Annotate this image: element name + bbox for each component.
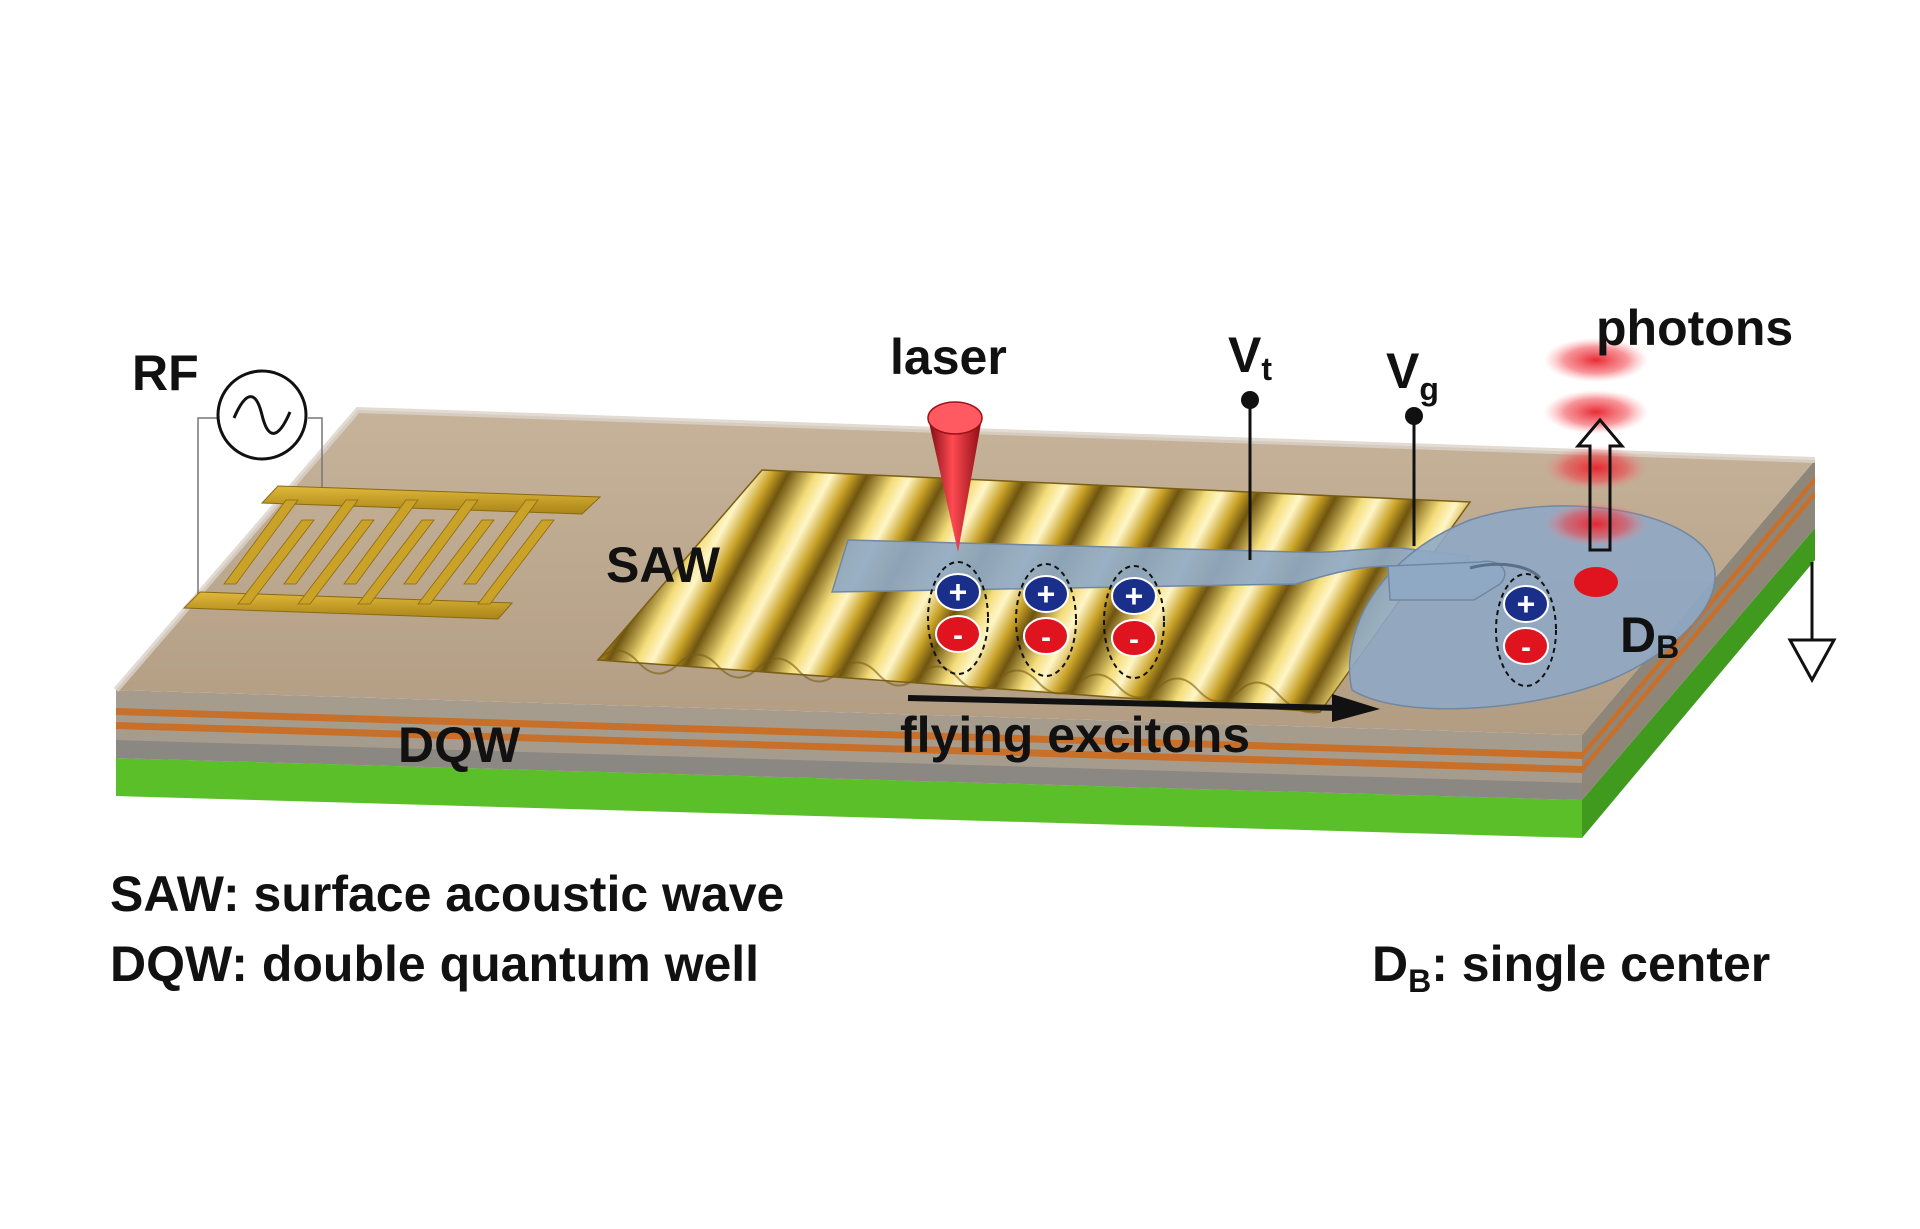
electron-sign: - xyxy=(1041,621,1051,654)
photons: photons xyxy=(1544,300,1793,552)
flying-excitons-label: flying excitons xyxy=(900,707,1250,763)
base-layer-side xyxy=(1582,528,1815,838)
single-center-db xyxy=(1574,567,1618,597)
vg-probe: Vg xyxy=(1386,343,1439,546)
exciton: +- xyxy=(1495,573,1557,687)
electron-sign: - xyxy=(953,619,963,652)
vt-probe: Vt xyxy=(1228,327,1272,560)
idt-finger xyxy=(477,519,555,605)
dqw-side-stripe-2 xyxy=(1582,490,1815,773)
electron-sign: - xyxy=(1521,631,1531,664)
photon xyxy=(1544,390,1648,434)
saw-label: SAW xyxy=(606,537,721,593)
hole-sign: + xyxy=(1037,576,1056,612)
emission-arrow-icon xyxy=(1574,417,1626,552)
laser-beam: laser xyxy=(890,329,1007,552)
exciton-outline xyxy=(927,561,989,675)
legend-db: DB: single center xyxy=(1372,936,1771,999)
dqw-stripe-2 xyxy=(116,722,1582,773)
idt-finger xyxy=(463,499,539,585)
idt-finger xyxy=(343,499,419,585)
vt-label: Vt xyxy=(1228,327,1272,387)
exciton: +- xyxy=(927,561,989,675)
exciton: +- xyxy=(1103,565,1165,679)
sine-wave-icon xyxy=(232,395,292,435)
idt-finger xyxy=(223,499,299,585)
exciton: +- xyxy=(1015,563,1077,677)
db-label: DB xyxy=(1620,607,1679,665)
electron xyxy=(935,615,981,653)
electron xyxy=(1023,617,1069,655)
exciton-outline xyxy=(1015,563,1077,677)
hole-sign: + xyxy=(949,574,968,610)
idt-finger xyxy=(237,519,315,605)
hole xyxy=(1023,575,1069,613)
photon xyxy=(1544,338,1648,382)
hole-sign: + xyxy=(1517,586,1536,622)
idt-finger xyxy=(297,519,375,605)
photon xyxy=(1544,502,1648,546)
laser-label: laser xyxy=(890,329,1007,385)
photon xyxy=(1544,446,1648,490)
exciton-outline xyxy=(1103,565,1165,679)
hole xyxy=(1111,577,1157,615)
vg-label: Vg xyxy=(1386,343,1439,407)
legend-saw: SAW: surface acoustic wave xyxy=(110,866,785,922)
hole-sign: + xyxy=(1125,578,1144,614)
photons-label: photons xyxy=(1596,300,1793,356)
hole xyxy=(935,573,981,611)
gray-band xyxy=(116,740,1582,800)
dqw-stripe-1 xyxy=(116,708,1582,759)
rf-label: RF xyxy=(132,345,199,401)
excitons: +-+-+-+- xyxy=(927,561,1557,687)
base-layer-front xyxy=(116,758,1582,838)
exciton-outline xyxy=(1495,573,1557,687)
dqw-label: DQW xyxy=(398,717,521,773)
electron xyxy=(1111,619,1157,657)
interdigital-transducer xyxy=(182,485,602,620)
hole xyxy=(1503,585,1549,623)
idt-finger xyxy=(417,519,495,605)
electron-sign: - xyxy=(1129,623,1139,656)
legend-dqw: DQW: double quantum well xyxy=(110,936,760,992)
electron xyxy=(1503,627,1549,665)
idt-finger xyxy=(283,499,359,585)
idt-finger xyxy=(403,499,479,585)
flying-excitons-arrow xyxy=(907,694,1380,722)
idt-finger xyxy=(357,519,435,605)
rf-source: RF xyxy=(132,345,323,600)
ground-arrow-icon xyxy=(1787,562,1837,684)
